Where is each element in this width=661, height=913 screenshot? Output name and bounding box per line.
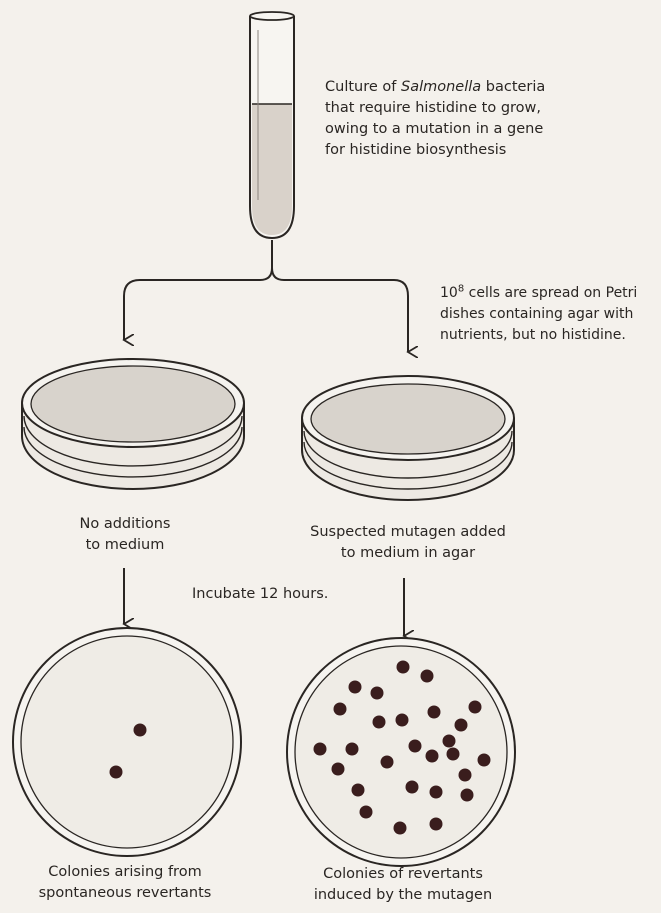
colony: [314, 743, 327, 756]
colony: [360, 806, 373, 819]
colony: [134, 724, 147, 737]
culture-label: Culture of Salmonella bacteria that requ…: [325, 77, 545, 161]
colony: [346, 743, 359, 756]
colony: [455, 719, 468, 732]
colony: [430, 818, 443, 831]
colony: [352, 784, 365, 797]
incubate-label: Incubate 12 hours.: [192, 584, 328, 605]
colony: [349, 681, 362, 694]
colony: [396, 714, 409, 727]
colony: [428, 706, 441, 719]
right-result-label: Colonies of revertants induced by the mu…: [298, 864, 508, 906]
colony: [443, 735, 456, 748]
colony: [461, 789, 474, 802]
spread-label: 108 cells are spread on Petri dishes con…: [440, 283, 637, 346]
plate-top-right: [287, 638, 515, 866]
colony: [371, 687, 384, 700]
agar-surface-right: [311, 384, 505, 454]
test-tube: [250, 12, 294, 238]
left-result-label: Colonies arising from spontaneous revert…: [20, 862, 230, 904]
petri-dish-right: [302, 376, 514, 500]
plate-top-left: [13, 628, 241, 856]
right-dish-label: Suspected mutagen added to medium in aga…: [298, 522, 518, 564]
colony: [110, 766, 123, 779]
colony: [421, 670, 434, 683]
colony: [409, 740, 422, 753]
agar-surface-left: [31, 366, 235, 442]
colony: [459, 769, 472, 782]
colony: [381, 756, 394, 769]
colony: [406, 781, 419, 794]
salmonella-italic: Salmonella: [401, 79, 481, 95]
branch-connector: [124, 240, 408, 352]
colony: [426, 750, 439, 763]
colony: [447, 748, 460, 761]
colony: [478, 754, 491, 767]
colony: [469, 701, 482, 714]
colony: [397, 661, 410, 674]
colony: [394, 822, 407, 835]
petri-dish-left: [22, 359, 244, 489]
colony: [332, 763, 345, 776]
colony: [430, 786, 443, 799]
colony: [373, 716, 386, 729]
left-dish-label: No additions to medium: [40, 514, 210, 556]
colony: [334, 703, 347, 716]
